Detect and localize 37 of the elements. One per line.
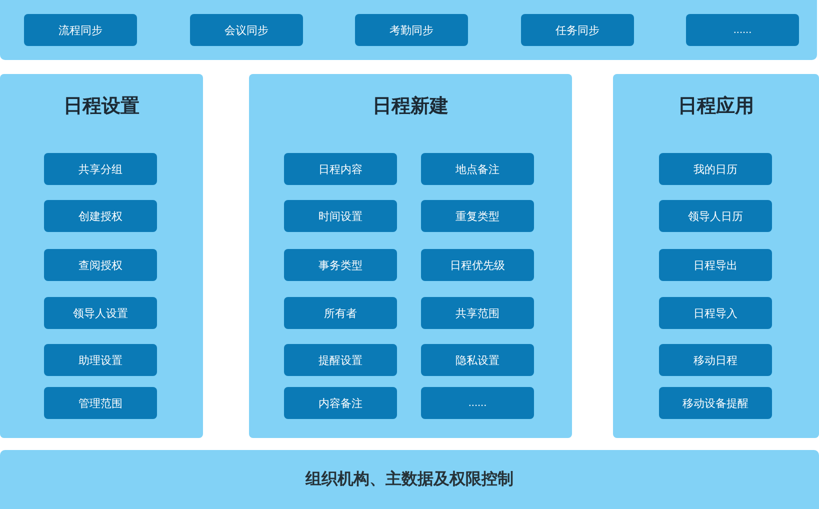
- module-panel: [249, 74, 572, 438]
- feature-box: 移动日程: [659, 344, 772, 376]
- feature-box: 领导人设置: [44, 297, 157, 329]
- feature-box: 会议同步: [190, 14, 303, 46]
- feature-box: 我的日历: [659, 153, 772, 185]
- feature-box: 重复类型: [421, 200, 534, 232]
- feature-box: 事务类型: [284, 249, 397, 281]
- feature-box: 流程同步: [24, 14, 137, 46]
- feature-box: 领导人日历: [659, 200, 772, 232]
- feature-box: 内容备注: [284, 387, 397, 419]
- feature-box: 共享范围: [421, 297, 534, 329]
- feature-box: 管理范围: [44, 387, 157, 419]
- feature-box: 提醒设置: [284, 344, 397, 376]
- feature-box: 创建授权: [44, 200, 157, 232]
- feature-box: 日程导入: [659, 297, 772, 329]
- sync-band: [0, 0, 817, 60]
- feature-box: 移动设备提醒: [659, 387, 772, 419]
- feature-box: 查阅授权: [44, 249, 157, 281]
- feature-box: 时间设置: [284, 200, 397, 232]
- panel-title: 日程应用: [678, 96, 754, 118]
- feature-box: ......: [686, 14, 799, 46]
- feature-box: 共享分组: [44, 153, 157, 185]
- feature-box: 任务同步: [521, 14, 634, 46]
- foundation-band: 组织机构、主数据及权限控制: [0, 450, 819, 509]
- module-panel: [613, 74, 819, 438]
- feature-box: 日程内容: [284, 153, 397, 185]
- feature-box: 助理设置: [44, 344, 157, 376]
- feature-box: ......: [421, 387, 534, 419]
- module-panel: [0, 74, 203, 438]
- feature-box: 地点备注: [421, 153, 534, 185]
- feature-box: 日程优先级: [421, 249, 534, 281]
- panel-title: 日程设置: [64, 96, 140, 118]
- feature-box: 隐私设置: [421, 344, 534, 376]
- panel-title: 日程新建: [372, 96, 448, 118]
- feature-box: 日程导出: [659, 249, 772, 281]
- feature-box: 所有者: [284, 297, 397, 329]
- feature-box: 考勤同步: [355, 14, 468, 46]
